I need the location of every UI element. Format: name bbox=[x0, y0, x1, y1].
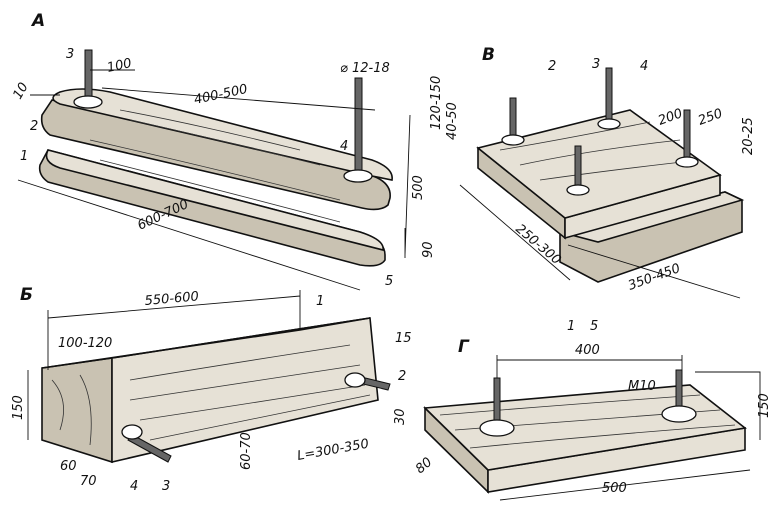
g-nut-left bbox=[479, 419, 515, 437]
b-dim-b-label: 70 bbox=[80, 474, 97, 489]
a-bolt-left bbox=[84, 49, 93, 101]
b-dim-right-label: 15 bbox=[395, 331, 412, 346]
a-dim-height bbox=[404, 114, 411, 258]
b-dim-c-label: 60-70 bbox=[239, 432, 254, 470]
v-part-5: 5 bbox=[590, 319, 598, 334]
g-figure-letter: Г bbox=[458, 337, 470, 357]
g-dim-len bbox=[499, 469, 751, 501]
v-nut-3 bbox=[566, 184, 590, 196]
v-nut-2 bbox=[597, 118, 621, 130]
b-part-1: 1 bbox=[316, 294, 324, 309]
a-nut-right bbox=[343, 169, 373, 183]
g-dim-h bbox=[695, 371, 761, 440]
g-dim-w-label: 80 bbox=[413, 455, 435, 477]
b-dim-top-label: 100-120 bbox=[58, 336, 112, 351]
b-part-3: 3 bbox=[162, 479, 170, 494]
a-dim-height-label: 500 bbox=[411, 175, 426, 200]
b-dim-h-label: 150 bbox=[11, 395, 26, 420]
v-bolt-3 bbox=[574, 145, 582, 191]
g-bolt-left bbox=[493, 377, 501, 425]
b-dim-len bbox=[47, 290, 301, 370]
b-nut-left bbox=[121, 424, 143, 440]
v-part-1: 1 bbox=[567, 319, 575, 334]
a-lower-beam-top bbox=[45, 149, 384, 251]
v-dim-w2-label: 250 bbox=[696, 106, 724, 129]
v-dim-w1-label: 200 bbox=[656, 106, 684, 129]
b-end-block bbox=[41, 357, 113, 464]
v-figure-letter: В bbox=[482, 45, 495, 65]
v-dims bbox=[459, 184, 741, 299]
b-dim-bolt-label: L=300-350 bbox=[296, 437, 370, 464]
figure-v: В 120-150 40-50 200 250 20-25 250-300 35… bbox=[429, 45, 756, 334]
g-dim-span bbox=[496, 355, 683, 378]
b-part-4: 4 bbox=[130, 479, 138, 494]
a-figure-letter: А bbox=[30, 11, 45, 31]
figure-b: Б 550-600 100-120 15 150 60 70 60-70 L=3… bbox=[11, 285, 412, 494]
a-dim-top-label: 400-500 bbox=[193, 82, 249, 108]
v-dim-h1-label: 120-150 bbox=[429, 76, 444, 130]
a-dim-nut-label: 100 bbox=[106, 56, 133, 76]
a-bolt-right bbox=[354, 77, 363, 177]
b-figure-letter: Б bbox=[20, 285, 33, 305]
v-nut-1 bbox=[501, 134, 525, 146]
g-dim-span-label: 400 bbox=[575, 343, 600, 358]
a-dim-small bbox=[30, 69, 135, 96]
a-part-2: 2 bbox=[30, 119, 38, 134]
a-nut-left bbox=[73, 95, 103, 109]
b-grain bbox=[51, 344, 371, 446]
v-part-4: 4 bbox=[640, 59, 648, 74]
a-dim-base-label: 90 bbox=[421, 241, 436, 258]
a-grain bbox=[89, 109, 341, 223]
a-dim-edge-label: 10 bbox=[10, 80, 31, 102]
v-dim-h2-label: 40-50 bbox=[445, 102, 460, 140]
figure-a: А 400-500 600-700 100 10 ⌀ 12-18 500 90 … bbox=[10, 11, 436, 291]
b-top-face bbox=[41, 317, 371, 369]
g-top-face bbox=[423, 384, 747, 471]
a-upper-beam bbox=[40, 99, 391, 211]
a-part-4: 4 bbox=[340, 139, 348, 154]
v-part-3: 3 bbox=[592, 57, 600, 72]
a-dim-bolt-label: ⌀ 12-18 bbox=[340, 61, 390, 76]
g-dim-t-label: 30 bbox=[393, 408, 408, 425]
g-nut-right bbox=[661, 405, 697, 423]
a-part-3: 3 bbox=[66, 47, 74, 62]
v-nut-4 bbox=[675, 156, 699, 168]
a-part-5: 5 bbox=[385, 274, 393, 289]
b-part-2: 2 bbox=[398, 369, 406, 384]
a-dim-bottom bbox=[17, 179, 361, 291]
g-dim-h-label: 150 bbox=[757, 393, 772, 418]
v-upper-top bbox=[476, 109, 722, 219]
a-part-1: 1 bbox=[20, 149, 28, 164]
b-dim-a-label: 60 bbox=[60, 459, 77, 474]
v-dim-t-label: 20-25 bbox=[741, 117, 756, 155]
b-nut-right bbox=[344, 372, 366, 388]
figure-g: Г 400 M10 150 30 80 500 bbox=[393, 337, 772, 501]
g-dim-thread-label: M10 bbox=[628, 379, 656, 394]
v-bolt-2 bbox=[605, 67, 613, 125]
v-part-2: 2 bbox=[548, 59, 556, 74]
v-bolt-1 bbox=[509, 97, 517, 141]
g-dim-len-label: 500 bbox=[602, 481, 627, 496]
b-dim-len-label: 550-600 bbox=[144, 289, 199, 309]
a-dim-top bbox=[101, 87, 376, 111]
v-bolt-4 bbox=[683, 109, 691, 163]
